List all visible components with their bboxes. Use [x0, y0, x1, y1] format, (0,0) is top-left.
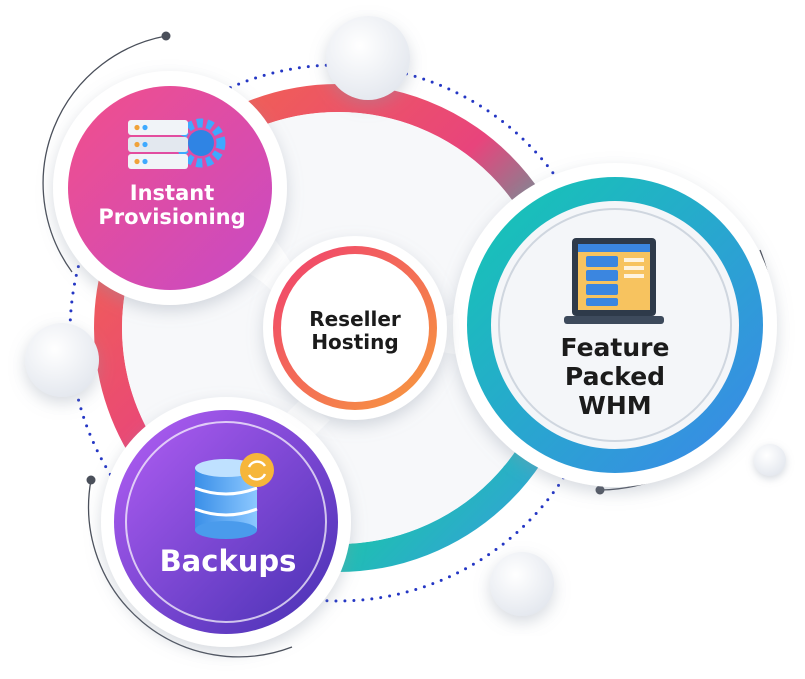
center-label-1: Reseller	[309, 307, 401, 331]
database-sync-icon	[194, 453, 274, 539]
center-label-2: Hosting	[311, 330, 398, 354]
node-feature-packed-whm[interactable]: Feature Packed WHM	[453, 163, 777, 487]
node-prov-label-1: Instant	[130, 181, 214, 205]
center-face	[283, 256, 427, 400]
bubble-top	[326, 16, 410, 100]
center-ring	[273, 246, 437, 410]
bubble-bottom	[490, 552, 554, 616]
node-whm-label-1: Feature	[561, 333, 670, 362]
server-gear-icon	[128, 118, 226, 169]
server-monitor-icon	[564, 238, 664, 324]
node-prov-disc	[68, 86, 272, 290]
orbit-arc-backups	[87, 479, 293, 658]
node-whm-face-ring	[498, 208, 732, 442]
center-reseller-hosting[interactable]: Reseller Hosting	[263, 236, 447, 420]
orbit-arc-dot	[86, 475, 96, 485]
orbit-arc-top-left	[42, 35, 167, 273]
orbit-arc-dot	[595, 485, 605, 495]
node-whm-label-2: Packed	[565, 362, 665, 391]
bubble-left	[25, 323, 99, 397]
node-back-inner-ring	[125, 421, 327, 623]
bubble-right	[754, 444, 786, 476]
orbit-arc-dot	[161, 31, 171, 41]
node-backups[interactable]: Backups	[101, 397, 351, 647]
node-back-label: Backups	[160, 544, 297, 578]
node-whm-label-3: WHM	[578, 391, 651, 420]
node-whm-face	[491, 201, 739, 449]
node-instant-provisioning[interactable]: Instant Provisioning	[53, 71, 287, 305]
node-prov-label-2: Provisioning	[98, 205, 245, 229]
